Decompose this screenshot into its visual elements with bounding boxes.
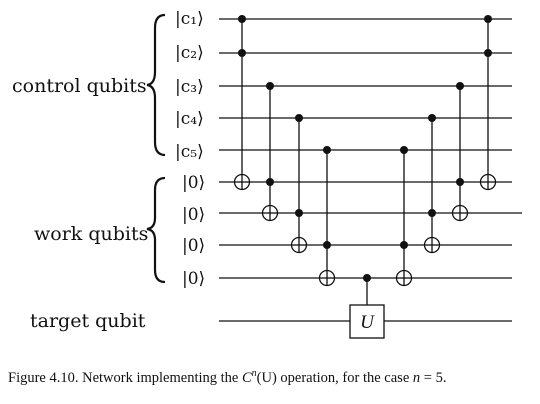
target-qubit-label: target qubit (30, 310, 146, 332)
control-dot (456, 178, 464, 186)
control-dot (400, 146, 408, 154)
wire-label-w4: |0⟩ (182, 269, 205, 289)
control-dot (266, 178, 274, 186)
wire-label-w1: |0⟩ (182, 173, 205, 193)
u-gate-label: U (360, 312, 375, 333)
caption-prefix: Figure 4.10. Network implementing the (8, 369, 242, 386)
control-dot (428, 114, 436, 122)
wire-label-w2: |0⟩ (182, 205, 205, 225)
work-qubits-label: work qubits (34, 223, 148, 245)
wire-label-w3: |0⟩ (182, 236, 205, 256)
wire-label-c2: |c₂⟩ (175, 43, 204, 63)
control-dot (363, 274, 371, 282)
toffoli-gate-7 (451, 82, 469, 222)
wire-label-c5: |c₅⟩ (175, 142, 204, 162)
control-dot (428, 209, 436, 217)
toffoli-gate-2 (261, 82, 279, 222)
toffoli-gate-1 (233, 15, 251, 191)
control-dot (266, 82, 274, 90)
toffoli-gate-5 (395, 146, 413, 287)
control-dot (295, 114, 303, 122)
control-brace (146, 13, 166, 157)
wire-label-c3: |c₃⟩ (175, 77, 204, 97)
control-dot (295, 209, 303, 217)
wires (219, 18, 522, 322)
caption-op-arg: (U) (256, 369, 277, 386)
toffoli-gate-8 (479, 15, 497, 191)
wire-label-c1: |c₁⟩ (175, 9, 204, 29)
controlled-u-gate: U (349, 274, 385, 339)
control-dot (484, 15, 492, 23)
control-dot (238, 49, 246, 57)
control-dot (484, 49, 492, 57)
caption-op-sup: n (251, 368, 257, 379)
caption-suffix: = 5. (420, 369, 447, 386)
control-dot (400, 241, 408, 249)
wire-label-c4: |c₄⟩ (175, 109, 204, 129)
control-qubits-label: control qubits (12, 75, 147, 97)
figure-caption: Figure 4.10. Network implementing the Cn… (8, 368, 532, 387)
toffoli-gate-4 (318, 146, 336, 287)
control-dot (323, 241, 331, 249)
work-brace (146, 176, 166, 284)
toffoli-gate-3 (290, 114, 308, 254)
control-dot (323, 146, 331, 154)
caption-var: n (412, 369, 421, 386)
caption-op-base: C (241, 369, 252, 386)
control-dot (238, 15, 246, 23)
u-gate-box (349, 304, 385, 339)
toffoli-gate-6 (423, 114, 441, 254)
caption-middle: operation, for the case (276, 369, 413, 386)
control-dot (456, 82, 464, 90)
wire-labels: |c₁⟩ |c₂⟩ |c₃⟩ |c₄⟩ |c₅⟩ |0⟩ |0⟩ |0⟩ |0⟩ (175, 9, 205, 289)
